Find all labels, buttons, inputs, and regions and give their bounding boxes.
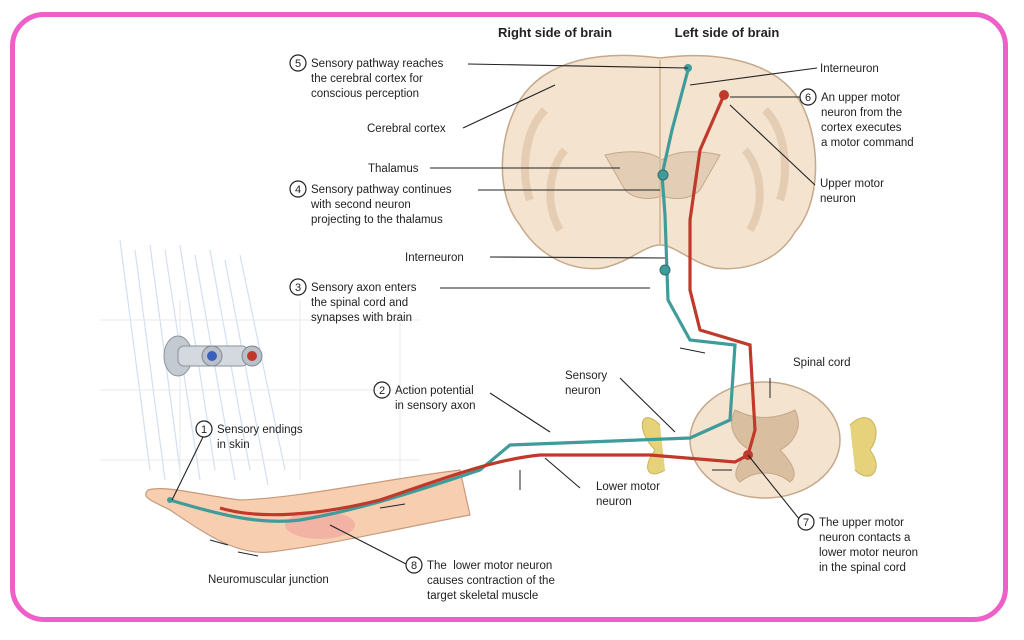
label-sensory-neuron-1: Sensory (565, 370, 607, 382)
step-5-line-2: the cerebral cortex for (311, 73, 423, 85)
label-lower-motor-neuron-1: Lower motor (596, 481, 660, 493)
step-2-marker (373, 381, 391, 399)
diagram-frame (10, 12, 1008, 622)
step-7-line-4: in the spinal cord (819, 562, 906, 574)
step-8-marker (405, 556, 423, 574)
step-7-line-1: The upper motor (819, 517, 904, 529)
step-2-line-1: Action potential (395, 385, 474, 397)
step-6-line-1: An upper motor (821, 92, 900, 104)
step-7-number: 7 (803, 517, 809, 529)
step-6-line-2: neuron from the (821, 107, 902, 119)
label-interneuron-cord: Interneuron (405, 252, 464, 264)
faucet-icon (163, 335, 263, 377)
header-left-side: Left side of brain (675, 25, 780, 40)
step-8-line-2: causes contraction of the (427, 575, 555, 587)
step-4-marker (289, 180, 307, 198)
step-6-line-4: a motor command (821, 137, 914, 149)
label-sensory-neuron-2: neuron (565, 385, 601, 397)
step-3-line-1: Sensory axon enters (311, 282, 417, 294)
interneuron-synapse (659, 264, 671, 276)
step-4-line-2: with second neuron (310, 199, 411, 211)
thalamus-synapse (657, 169, 669, 181)
label-upper-motor-neuron-1: Upper motor (820, 178, 884, 190)
step-8-line-1: The lower motor neuron (427, 560, 552, 572)
step-5-line-3: conscious perception (311, 88, 419, 100)
step-4-line-3: projecting to the thalamus (311, 214, 443, 226)
step-1-line-2: in skin (217, 439, 250, 451)
step-5-line-1: Sensory pathway reaches (311, 58, 444, 70)
motor-pathway (219, 94, 757, 517)
step-7-line-2: neuron contacts a (819, 532, 911, 544)
label-lower-motor-neuron-2: neuron (596, 496, 632, 508)
step-4-line-1: Sensory pathway continues (311, 184, 452, 196)
step-2-line-2: in sensory axon (395, 400, 476, 412)
step-6-line-3: cortex executes (821, 122, 902, 134)
step-7-line-3: lower motor neuron (819, 547, 918, 559)
sensory-pathway (169, 69, 737, 523)
step-1-marker (195, 420, 213, 438)
shower-water (119, 239, 286, 486)
upper-motor-neuron-body (719, 90, 729, 100)
step-3-number: 3 (295, 282, 301, 294)
label-upper-motor-neuron-2: neuron (820, 193, 856, 205)
step-2-number: 2 (379, 385, 385, 397)
step-5-number: 5 (295, 58, 301, 70)
sensory-ending (167, 497, 173, 503)
leader-lines (171, 63, 818, 566)
header-right-side: Right side of brain (498, 25, 612, 40)
step-3-line-2: the spinal cord and (311, 297, 408, 309)
step-3-marker (289, 278, 307, 296)
label-cerebral-cortex: Cerebral cortex (367, 123, 446, 135)
brain-cross-section (501, 54, 817, 270)
step-1-number: 1 (201, 424, 207, 436)
step-8-number: 8 (411, 560, 417, 572)
label-neuromuscular-junction: Neuromuscular junction (208, 574, 329, 586)
step-7-marker (797, 513, 815, 531)
pathway-arrows (209, 347, 771, 557)
label-spinal-cord: Spinal cord (793, 357, 851, 369)
step-5-marker (289, 54, 307, 72)
step-6-marker (799, 88, 817, 106)
step-1-line-1: Sensory endings (217, 424, 303, 436)
arm-and-hand (145, 469, 471, 553)
label-thalamus: Thalamus (368, 163, 419, 175)
spinal-cord-section (641, 381, 877, 499)
step-3-line-3: synapses with brain (311, 312, 412, 324)
step-8-line-3: target skeletal muscle (427, 590, 538, 602)
step-6-number: 6 (805, 92, 811, 104)
label-interneuron-brain: Interneuron (820, 63, 879, 75)
wall-tiles (100, 300, 420, 480)
step-4-number: 4 (295, 184, 301, 196)
